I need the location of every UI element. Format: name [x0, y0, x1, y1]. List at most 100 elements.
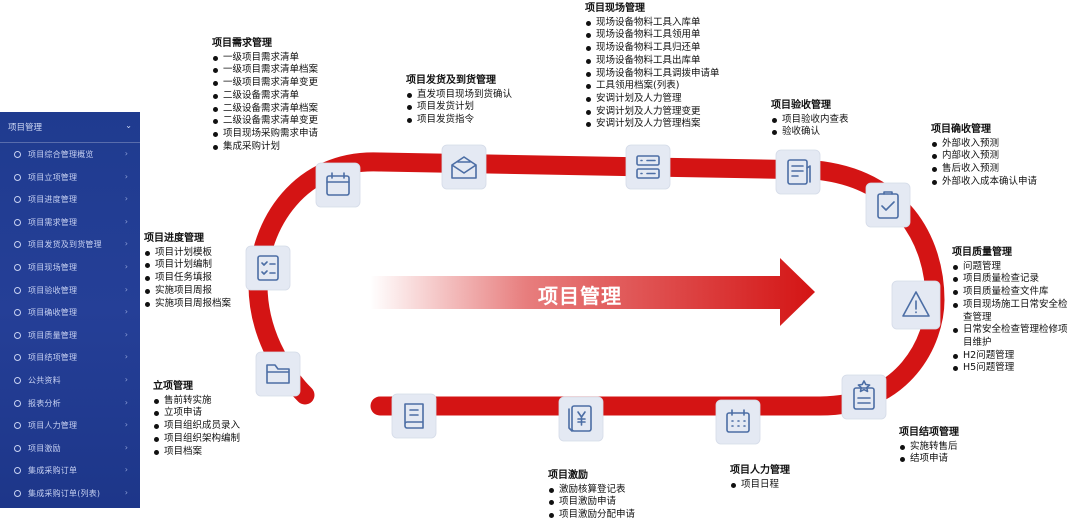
block-title: 项目进度管理	[144, 233, 204, 244]
sidebar-item[interactable]: 项目质量管理›	[0, 325, 140, 348]
circle-icon	[14, 309, 21, 317]
list-item: 外部收入预测	[931, 138, 1049, 151]
list-item: 项目组织成员录入	[153, 420, 240, 433]
book-icon	[391, 393, 437, 439]
chevron-right-icon: ›	[124, 420, 128, 430]
chevron-right-icon: ›	[124, 487, 128, 497]
block-fahuo: 项目发货及到货管理 直发项目现场到货确认 项目发货计划 项目发货指令	[406, 75, 512, 127]
sidebar-item[interactable]: 项目验收管理 ›	[0, 280, 140, 303]
block-xuqiu: 项目需求管理 一级项目需求清单 一级项目需求清单档案 一级项目需求清单变更 二级…	[212, 38, 318, 153]
sidebar-item[interactable]: 集成采购订单 ›	[0, 460, 140, 483]
list-item: 项目质量检查文件库	[952, 286, 1074, 299]
list-item: 项目计划模板	[144, 247, 231, 260]
sidebar-item[interactable]: 项目发货及到货管理 ›	[0, 234, 140, 257]
warning-icon	[891, 280, 941, 330]
block-jindu: 项目进度管理 项目计划模板 项目计划编制 项目任务填报 实施项目周报 实施项目周…	[144, 233, 231, 310]
block-zhiliang: 项目质量管理 问题管理 项目质量检查记录 项目质量检查文件库 项目现场施工日常安…	[952, 247, 1074, 375]
circle-icon	[14, 173, 21, 181]
circle-icon	[14, 151, 21, 158]
center-arrow	[370, 258, 815, 326]
block-title: 立项管理	[153, 381, 193, 392]
list-item: 验收确认	[771, 126, 849, 139]
sidebar-item-label: 项目现场管理	[28, 262, 78, 272]
sidebar-item[interactable]: 项目综合管理概览›	[0, 144, 140, 167]
process-track	[248, 152, 945, 416]
block-queshou: 项目确收管理 外部收入预测 内部收入预测 售后收入预测 外部收入成本确认申请	[931, 124, 1049, 189]
list-item: 现场设备物料工具入库单	[585, 17, 720, 30]
sidebar-item[interactable]: 项目立项管理›	[0, 167, 140, 190]
list-item: H5问题管理	[952, 362, 1074, 375]
envelope-icon	[441, 144, 487, 190]
chevron-right-icon: ›	[124, 284, 128, 294]
list-item: 一级项目需求清单档案	[212, 64, 318, 77]
list-item: 项目任务填报	[144, 272, 231, 285]
chevron-right-icon: ›	[124, 216, 128, 226]
circle-icon	[14, 422, 21, 430]
sidebar-item-label: 项目发货及到货管理	[28, 240, 102, 250]
list-item: 立项申请	[153, 407, 240, 420]
list-item: 售前转实施	[153, 395, 240, 408]
circle-icon	[14, 354, 21, 362]
list-item: 项目激励申请	[548, 496, 635, 509]
sidebar-item-label: 项目验收管理	[28, 285, 78, 295]
calendar-grid-icon	[715, 399, 761, 445]
sidebar-menu: 项目综合管理概览› 项目立项管理› 项目进度管理 › 项目需求管理 › 项目发货及到…	[0, 144, 140, 506]
sidebar-item[interactable]: 项目现场管理 ›	[0, 257, 140, 280]
sidebar-item[interactable]: 项目需求管理 ›	[0, 212, 140, 235]
block-title: 项目人力管理	[730, 465, 790, 476]
block-title: 项目验收管理	[771, 100, 831, 111]
list-item: 二级设备需求清单	[212, 90, 318, 103]
list-item: 工具领用档案(列表)	[585, 80, 720, 93]
sidebar-item[interactable]: 公共资料›	[0, 370, 140, 393]
list-item: 安调计划及人力管理档案	[585, 118, 720, 131]
sidebar-item[interactable]: 项目确收管理 ›	[0, 302, 140, 325]
sidebar-item-label: 项目需求管理	[28, 217, 78, 227]
block-jiexiang: 项目结项管理 实施转售后 结项申请	[899, 427, 959, 466]
list-item: 项目计划编制	[144, 259, 231, 272]
circle-icon	[14, 376, 21, 384]
chevron-right-icon: ›	[124, 239, 128, 249]
list-item: H2问题管理	[952, 350, 1074, 363]
clipboard-check-icon	[865, 182, 911, 228]
sidebar-item[interactable]: 项目进度管理 ›	[0, 189, 140, 212]
sidebar-item-label: 项目进度管理	[28, 195, 78, 205]
circle-icon	[14, 263, 21, 271]
chevron-right-icon: ›	[124, 149, 128, 158]
circle-icon	[14, 241, 21, 249]
sidebar-header[interactable]: 项目管理 ⌄	[0, 112, 140, 143]
block-title: 项目质量管理	[952, 247, 1012, 258]
list-item: 项目质量检查记录	[952, 273, 1074, 286]
list-item: 项目现场采购需求申请	[212, 128, 318, 141]
list-item: 一级项目需求清单	[212, 52, 318, 65]
chevron-right-icon: ›	[124, 307, 128, 317]
sidebar-item-label: 集成采购订单(列表)	[28, 488, 101, 498]
list-item: 项目发货计划	[406, 101, 512, 114]
block-title: 项目确收管理	[931, 124, 991, 135]
block-title: 项目需求管理	[212, 38, 272, 49]
sidebar-item-label: 项目激励	[28, 443, 61, 453]
list-item: 现场设备物料工具归还单	[585, 42, 720, 55]
circle-icon	[14, 218, 21, 226]
list-item: 外部收入成本确认申请	[931, 176, 1049, 189]
sidebar-item[interactable]: 项目结项管理›	[0, 347, 140, 370]
block-title: 项目激励	[548, 470, 588, 481]
list-item: 项目组织架构编制	[153, 433, 240, 446]
circle-icon	[14, 196, 21, 204]
list-item: 项目发货指令	[406, 114, 512, 127]
sidebar-item[interactable]: 项目激励›	[0, 438, 140, 461]
chevron-right-icon: ›	[124, 261, 128, 271]
sidebar-item[interactable]: 报表分析›	[0, 393, 140, 416]
sidebar-item-label: 集成采购订单	[28, 466, 78, 476]
chevron-right-icon: ›	[124, 194, 128, 204]
list-item: 项目日程	[730, 479, 790, 492]
sidebar-item[interactable]: 项目人力管理›	[0, 415, 140, 438]
block-title: 项目现场管理	[585, 3, 645, 14]
sidebar-item-label: 项目确收管理	[28, 308, 78, 318]
badge-clipboard-icon	[841, 374, 887, 420]
chevron-right-icon: ›	[124, 329, 128, 339]
sidebar-item[interactable]: 集成采购订单(列表) ›	[0, 483, 140, 506]
chevron-right-icon: ›	[124, 465, 128, 475]
list-item: 问题管理	[952, 261, 1074, 274]
list-item: 二级设备需求清单档案	[212, 103, 318, 116]
block-title: 项目发货及到货管理	[406, 75, 496, 86]
